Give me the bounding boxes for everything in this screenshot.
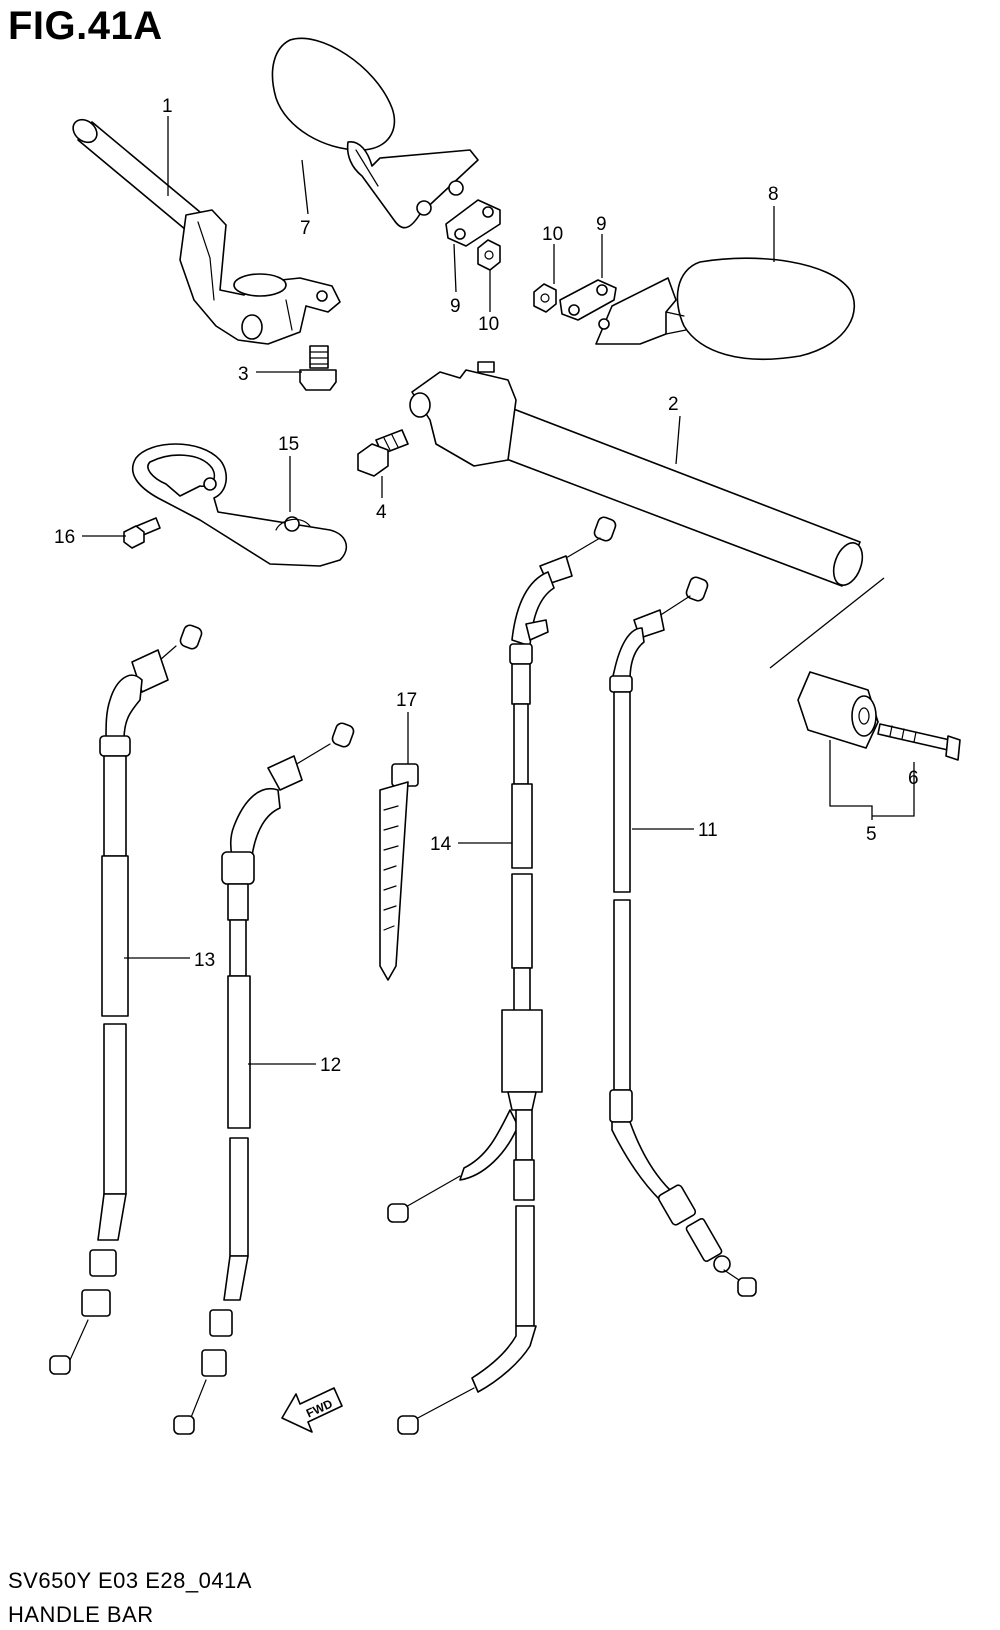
- callout-12: 12: [320, 1055, 341, 1076]
- callout-5: 5: [866, 824, 877, 845]
- callout-15: 15: [278, 434, 299, 455]
- callout-3: 3: [238, 364, 249, 385]
- callout-6: 6: [908, 768, 919, 789]
- callout-14: 14: [430, 834, 452, 855]
- nut-right[interactable]: [533, 283, 557, 313]
- callout-10-left: 10: [478, 314, 499, 335]
- cable-tie-part[interactable]: [379, 763, 419, 981]
- callout-1: 1: [162, 96, 173, 117]
- callout-9-left: 9: [450, 296, 461, 317]
- callout-11: 11: [698, 820, 718, 841]
- callout-17: 17: [396, 690, 417, 711]
- callout-4: 4: [376, 502, 387, 523]
- callout-8: 8: [768, 184, 779, 205]
- left-handlebar-part[interactable]: [69, 115, 341, 345]
- bar-end-screw[interactable]: [877, 723, 961, 761]
- callout-labels: 1 2 3 4 5 6 7 8 9 9 10 10 11 12 13 14 15…: [54, 96, 919, 1076]
- forward-arrow-icon: FWD: [281, 1387, 343, 1433]
- leader-lines: [82, 116, 915, 1065]
- right-handlebar-part[interactable]: [409, 361, 868, 589]
- right-mirror-part[interactable]: [595, 257, 855, 360]
- diagram-code: SV650Y E03 E28_041A: [8, 1568, 252, 1593]
- bar-end-weight[interactable]: [769, 577, 885, 749]
- cable-11[interactable]: [609, 576, 757, 1297]
- cable-12[interactable]: [173, 722, 355, 1435]
- callout-10-right: 10: [542, 224, 563, 245]
- left-mirror-part[interactable]: [271, 37, 479, 229]
- callout-7: 7: [300, 218, 311, 239]
- callout-9-right: 9: [596, 214, 607, 235]
- bolt-part-3[interactable]: [299, 345, 337, 391]
- bolt-part-16[interactable]: [123, 517, 161, 549]
- callout-16: 16: [54, 527, 75, 548]
- callout-13: 13: [194, 950, 215, 971]
- hose-guide-bracket[interactable]: [131, 443, 348, 567]
- figure-title: FIG.41A: [8, 4, 163, 48]
- diagram-name: HANDLE BAR: [8, 1602, 154, 1627]
- nut-left[interactable]: [477, 239, 501, 271]
- mirror-clamp-left[interactable]: [445, 199, 501, 247]
- mirror-clamp-right[interactable]: [559, 279, 617, 330]
- callout-2: 2: [668, 394, 679, 415]
- cable-14[interactable]: [387, 516, 617, 1435]
- bolt-part-4[interactable]: [357, 429, 409, 477]
- cable-13[interactable]: [49, 624, 203, 1375]
